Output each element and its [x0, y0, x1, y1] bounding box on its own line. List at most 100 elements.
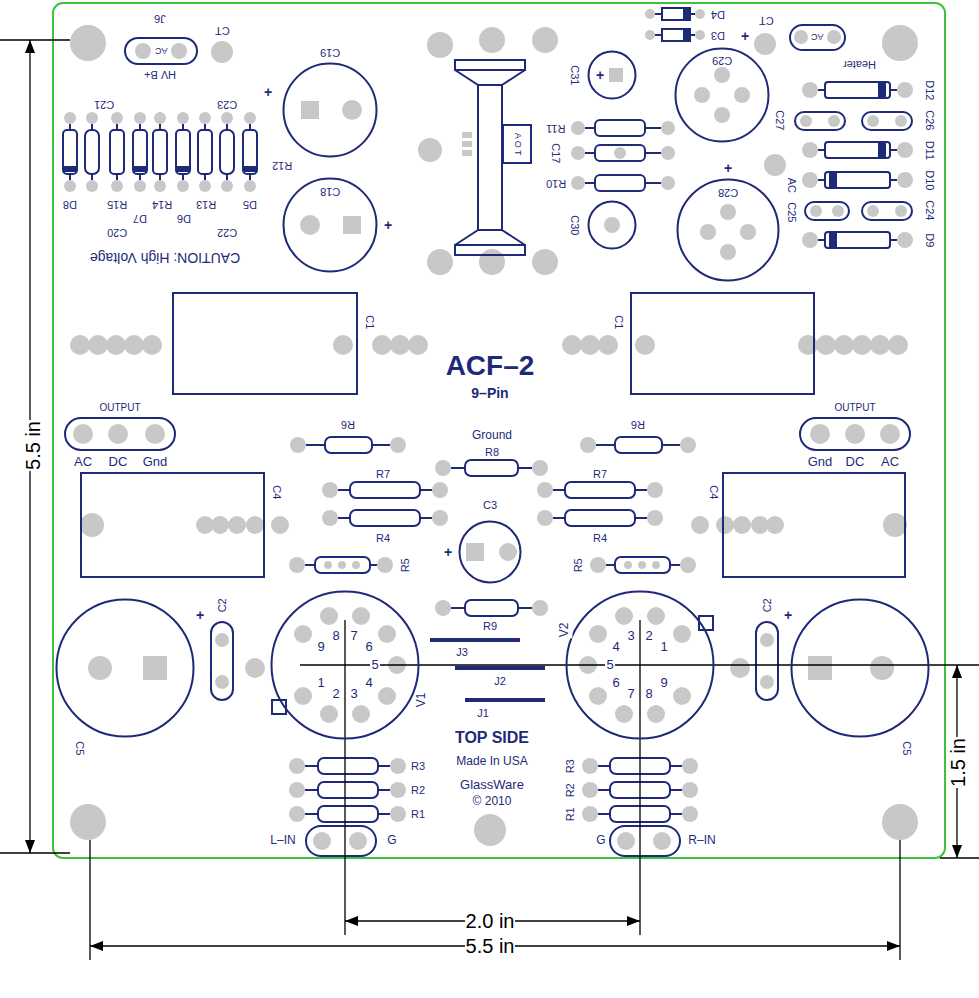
- part-name: C1: [613, 314, 626, 330]
- dimension-label: 5.5 in: [465, 935, 516, 958]
- silkscreen-label: C2: [761, 597, 774, 613]
- polarity-mark: +: [740, 28, 750, 44]
- silkscreen-label: R13: [195, 198, 217, 211]
- silkscreen-label: R7: [592, 468, 608, 481]
- capacitor-outline: C5: [790, 598, 930, 738]
- polarity-mark: +: [783, 607, 793, 623]
- silkscreen-label: CAUTION: High Voltage: [89, 250, 241, 266]
- polarity-mark: +: [443, 544, 453, 560]
- capacitor-outline: C28: [676, 178, 780, 282]
- capacitor-outline: C4: [80, 472, 265, 578]
- pin-number: 7: [349, 629, 358, 644]
- silkscreen-label: R2: [410, 784, 426, 797]
- part-name: V1: [415, 692, 429, 709]
- outline-shape: [55, 598, 195, 738]
- pin-number: 4: [364, 676, 373, 691]
- dimension-label: 2.0 in: [465, 910, 516, 933]
- silkscreen-label: D8: [62, 198, 78, 211]
- silkscreen-label: C27: [774, 109, 787, 131]
- silkscreen-label: 9–Pin: [470, 385, 509, 401]
- silkscreen-label: C26: [924, 109, 937, 131]
- capacitor-outline: C1: [630, 292, 815, 395]
- part-name: C19: [319, 46, 341, 59]
- silkscreen-label: D7: [132, 212, 148, 225]
- silkscreen-label: R11: [545, 122, 566, 135]
- silkscreen-label: C25: [786, 201, 799, 223]
- silkscreen-label: AC: [73, 455, 93, 470]
- silkscreen-label: D11: [924, 139, 937, 160]
- outline-shape: [458, 520, 522, 584]
- outline-shape: [587, 200, 637, 250]
- pin-number: 1: [659, 640, 668, 655]
- silkscreen-label: CT: [758, 14, 775, 27]
- silkscreen-label: R9: [482, 620, 498, 633]
- silkscreen-label: R2: [564, 782, 577, 798]
- part-name: C30: [569, 214, 582, 236]
- board-title: ACF–2: [445, 350, 536, 382]
- silkscreen-label: J2: [493, 675, 507, 688]
- pin-number: 9: [659, 676, 668, 691]
- polarity-mark: +: [723, 160, 733, 176]
- silkscreen-label: D4: [710, 8, 726, 21]
- silkscreen-label: L–IN: [269, 834, 296, 848]
- silkscreen-label: R5: [399, 557, 412, 573]
- silkscreen-label: R7: [375, 468, 391, 481]
- dimension-label: 1.5 in: [947, 737, 970, 788]
- part-name: C18: [319, 185, 341, 198]
- silkscreen-label: D6: [176, 212, 192, 225]
- outline-shape: [565, 590, 715, 740]
- polarity-mark: +: [263, 84, 273, 100]
- capacitor-outline: C30: [587, 200, 637, 250]
- pin-number: 2: [331, 687, 340, 702]
- silkscreen-label: Made In USA: [455, 755, 528, 769]
- silkscreen-label: HV B+: [143, 68, 177, 81]
- silkscreen-label: R5: [572, 557, 585, 573]
- silkscreen-label: R1: [564, 806, 577, 822]
- capacitor-outline: C19: [282, 62, 378, 158]
- silkscreen-label: C24: [924, 199, 937, 221]
- silkscreen-label: AC: [154, 46, 169, 56]
- pin-number: 8: [331, 629, 340, 644]
- capacitor-outline: C3: [458, 520, 522, 584]
- silkscreen-label: Ground: [471, 429, 513, 443]
- capacitor-outline: C29: [674, 47, 770, 143]
- pin-number: 6: [364, 640, 373, 655]
- silkscreen-label: CT: [214, 24, 231, 37]
- pin-number: 4: [611, 640, 620, 655]
- silkscreen-label: Gnd: [142, 455, 169, 470]
- silkscreen-label: D9: [924, 232, 937, 248]
- silkscreen-label: OUTPUT: [833, 402, 876, 414]
- pin-number: 5: [370, 658, 379, 673]
- polarity-mark: +: [195, 607, 205, 623]
- capacitor-outline: C18: [282, 177, 378, 273]
- silkscreen-label: R3: [410, 760, 426, 773]
- polarity-mark: +: [595, 67, 605, 83]
- polarity-mark: +: [383, 217, 393, 233]
- silkscreen-label: © 2010: [472, 795, 513, 809]
- silkscreen-label: TOP SIDE: [454, 729, 530, 747]
- part-name: C4: [708, 484, 721, 500]
- silkscreen-label: R10: [545, 177, 567, 190]
- silkscreen-label: R–IN: [687, 834, 716, 848]
- silkscreen-label: C2: [216, 597, 229, 613]
- part-name: C28: [717, 186, 739, 199]
- silkscreen-label: Gnd: [807, 455, 834, 470]
- silkscreen-label: R3: [564, 758, 577, 774]
- part-name: C5: [901, 740, 914, 756]
- silkscreen-label: AC: [810, 32, 825, 42]
- pin-number: 8: [644, 687, 653, 702]
- silkscreen-label: R1: [410, 808, 426, 821]
- silkscreen-label: R4: [375, 532, 391, 545]
- pin-number: 7: [626, 687, 635, 702]
- capacitor-outline: C5: [55, 598, 195, 738]
- pin-number: 3: [626, 629, 635, 644]
- pin-number: 1: [316, 676, 325, 691]
- silkscreen-label: A O T: [512, 132, 522, 157]
- pin-number: 2: [644, 629, 653, 644]
- silkscreen-label: C23: [216, 98, 238, 111]
- capacitor-outline: C4: [722, 472, 906, 578]
- silkscreen-label: C22: [216, 226, 238, 239]
- silkscreen-label: D3: [710, 29, 726, 42]
- pin-number: 9: [316, 640, 325, 655]
